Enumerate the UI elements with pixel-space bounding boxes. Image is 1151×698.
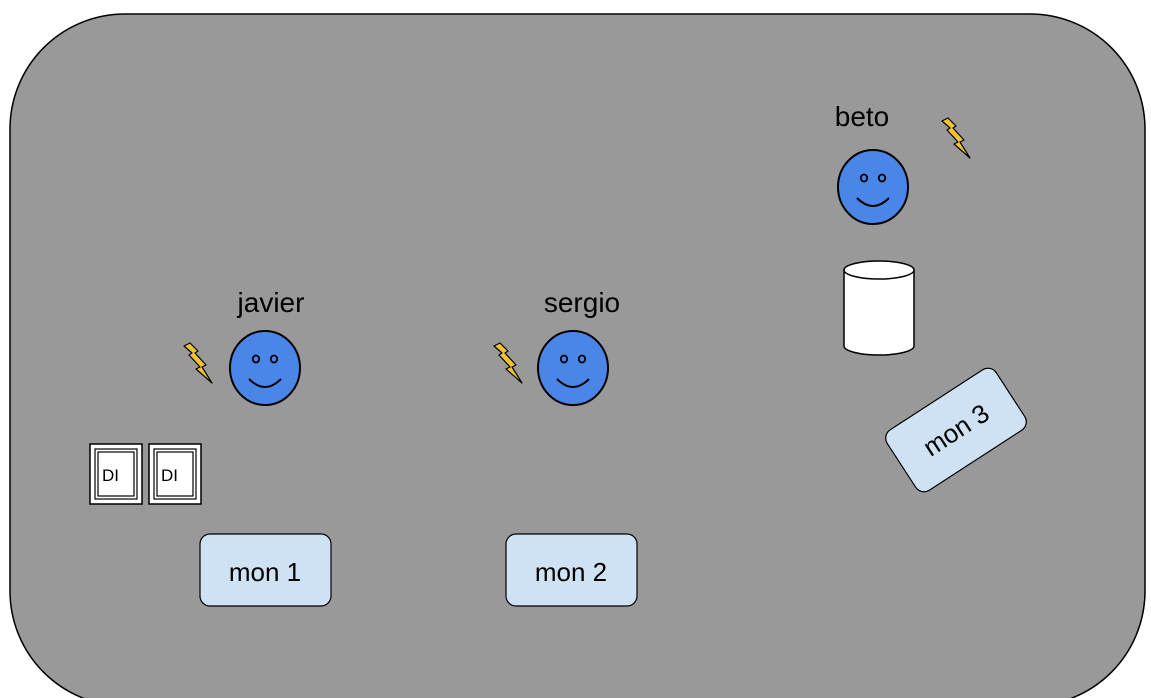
person-name-sergio: sergio: [544, 287, 620, 318]
di-box: DI: [148, 443, 202, 505]
di-label: DI: [161, 466, 178, 485]
di-box: DI: [89, 443, 143, 505]
monitor-box-1: mon 1: [199, 533, 332, 607]
monitor-box-2: mon 2: [505, 533, 638, 607]
person-name-javier: javier: [237, 287, 305, 318]
monitor-box-3: mon 3: [885, 367, 1027, 493]
smiley-face-icon: [537, 330, 609, 406]
di-label: DI: [102, 466, 119, 485]
smiley-face-icon: [229, 330, 301, 406]
person-name-beto: beto: [835, 101, 890, 132]
monitor-label-1: mon 1: [229, 557, 301, 587]
database-cylinder-icon: [843, 260, 915, 356]
smiley-face-icon: [837, 149, 909, 225]
monitor-label-2: mon 2: [535, 557, 607, 587]
